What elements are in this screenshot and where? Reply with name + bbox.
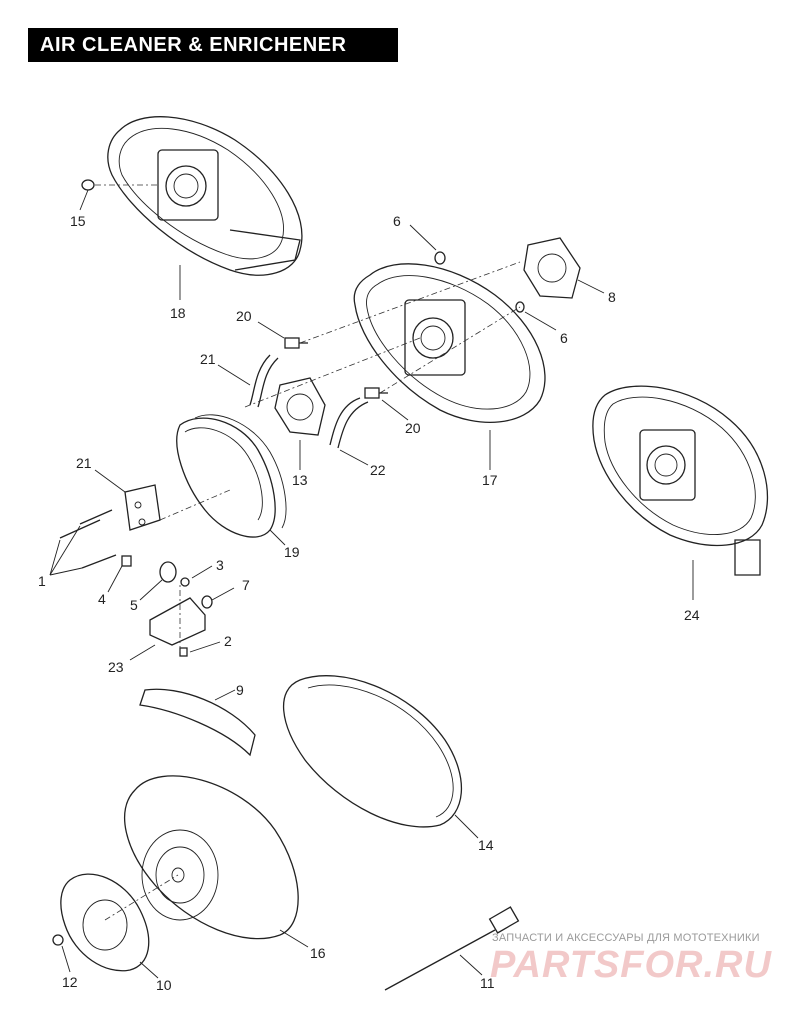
callout-24: 24 [684, 607, 700, 623]
part-1-screws [59, 509, 117, 569]
callout-18: 18 [170, 305, 186, 321]
callout-12: 12 [62, 974, 78, 990]
part-24-backplate [592, 385, 769, 576]
part-13-gasket [274, 377, 326, 436]
callout-8: 8 [608, 289, 616, 305]
watermark-logo: PARTSFOR.RU [490, 944, 772, 986]
callout-21-hose: 21 [200, 351, 216, 367]
callout-16: 16 [310, 945, 326, 961]
part-8-gasket [523, 237, 581, 299]
callout-20-lower: 20 [405, 420, 421, 436]
callout-20-upper: 20 [236, 308, 252, 324]
callout-1: 1 [38, 573, 46, 589]
part-12-screw [52, 934, 64, 946]
part-10-medallion [60, 873, 150, 972]
callout-14: 14 [478, 837, 494, 853]
part-20-bolt-lower [364, 387, 388, 399]
callout-7: 7 [242, 577, 250, 593]
part-18-backplate [107, 116, 303, 276]
callout-19: 19 [284, 544, 300, 560]
callout-21-bracket: 21 [76, 455, 92, 471]
part-9-insert [139, 688, 256, 757]
part-16-cover [123, 775, 299, 940]
part-5-grommet [159, 561, 177, 583]
part-6-oring-top [434, 251, 446, 265]
part-23-bracket [149, 597, 206, 646]
part-21-bracket [124, 484, 161, 531]
part-2-screw [179, 647, 188, 657]
part-6-oring-right [515, 301, 525, 313]
callout-9: 9 [236, 682, 244, 698]
part-11-enrichener-cable [384, 906, 520, 991]
callout-10: 10 [156, 977, 172, 993]
part-20-bolt-upper [284, 337, 308, 349]
callout-3: 3 [216, 557, 224, 573]
callout-17: 17 [482, 472, 498, 488]
part-17-backplate [353, 263, 546, 423]
part-4-clip [121, 555, 132, 567]
callout-11: 11 [480, 975, 495, 991]
part-19-filter [176, 414, 287, 538]
part-21-hose [249, 354, 279, 408]
callout-6-right: 6 [560, 330, 568, 346]
callout-22: 22 [370, 462, 386, 478]
part-15-seal [81, 179, 95, 191]
part-14-trim [282, 675, 463, 828]
callout-4: 4 [98, 591, 106, 607]
watermark-tagline: ЗАПЧАСТИ И АКСЕССУАРЫ ДЛЯ МОТОТЕХНИКИ [492, 932, 760, 944]
part-3-nut [180, 577, 190, 587]
callout-15: 15 [70, 213, 86, 229]
part-22-hose [329, 397, 369, 449]
callout-6-top: 6 [393, 213, 401, 229]
centerlines [95, 184, 521, 921]
callout-2: 2 [224, 633, 232, 649]
leader-lines [49, 189, 694, 979]
part-7-washer [201, 595, 213, 609]
callout-5: 5 [130, 597, 138, 613]
page-title: AIR CLEANER & ENRICHENER [28, 28, 398, 62]
callout-13: 13 [292, 472, 308, 488]
callout-numbers: 15 18 6 8 6 20 21 20 13 22 17 21 19 24 1… [38, 213, 700, 993]
callout-23: 23 [108, 659, 124, 675]
